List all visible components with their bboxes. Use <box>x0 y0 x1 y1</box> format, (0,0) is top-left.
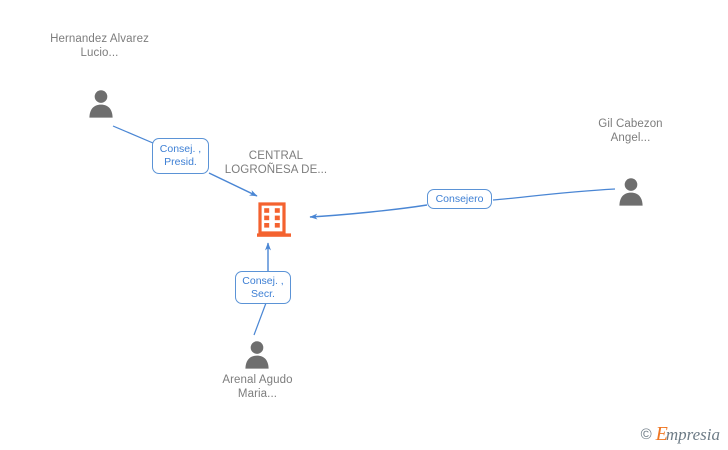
copyright-icon: © <box>640 425 652 443</box>
edge-arenal-to-role <box>253 302 267 336</box>
company-building-icon[interactable] <box>256 202 292 238</box>
relationship-role-arenal[interactable]: Consej. , Secr. <box>235 271 291 304</box>
relationship-role-gil[interactable]: Consejero <box>427 189 492 209</box>
edge-role-to-company-gil <box>309 204 428 220</box>
company-label: CENTRAL LOGROÑESA DE... <box>224 150 328 176</box>
person-label-gil-cabezon-angel: Gil Cabezon Angel... <box>598 118 663 144</box>
person-icon[interactable] <box>242 339 272 369</box>
person-icon[interactable] <box>616 176 646 206</box>
person-label-hernandez-alvarez-lucio: Hernandez Alvarez Lucio... <box>50 33 149 59</box>
person-icon[interactable] <box>86 88 116 118</box>
relationship-role-hernandez[interactable]: Consej. , Presid. <box>152 138 209 174</box>
edge-gil-to-role <box>492 188 616 201</box>
person-label-arenal-agudo-maria: Arenal Agudo Maria... <box>222 374 293 400</box>
